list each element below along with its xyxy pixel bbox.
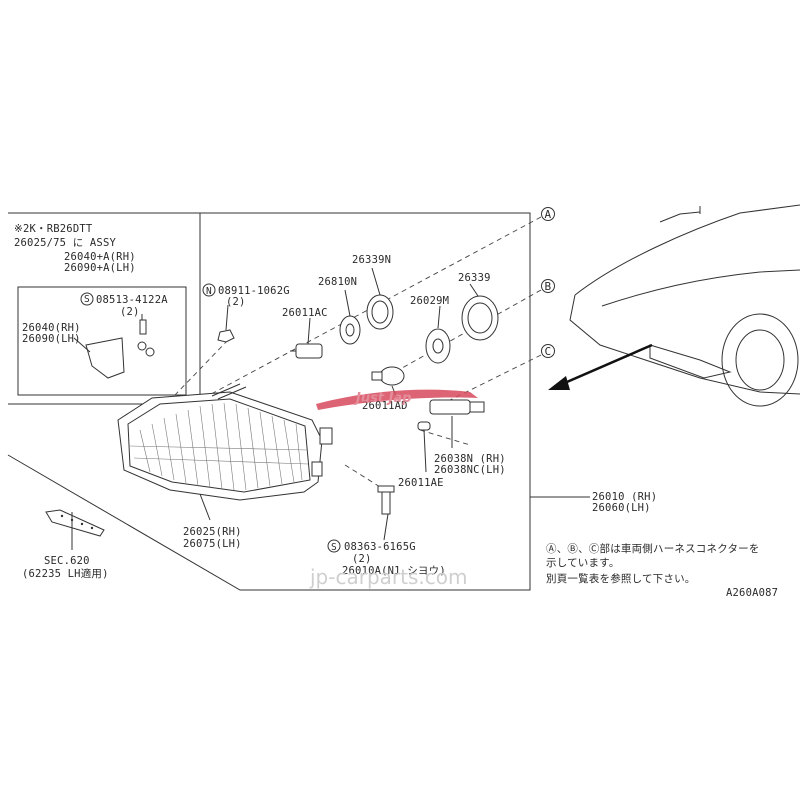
svg-text:S: S <box>84 294 90 305</box>
label-screw2-qty: (2) <box>352 553 372 565</box>
ref-marker-a: A <box>541 207 555 221</box>
svg-text:S: S <box>331 542 337 553</box>
socket-038n-part <box>429 399 485 415</box>
label-socket-038n-rh: 26038N (RH) <box>434 453 506 465</box>
car-outline-illustration <box>569 204 800 407</box>
screw-ref-inset: S <box>80 292 94 306</box>
svg-text:Just Jap: Just Jap <box>353 391 412 406</box>
bulb-ae-part <box>417 421 431 431</box>
inset-bracket-lh: 26090(LH) <box>22 333 81 345</box>
socket-810n-part <box>339 315 361 345</box>
watermark-text: jp-carparts.com <box>309 565 467 589</box>
cap-339n-part <box>366 294 394 330</box>
nut-ref: N <box>202 283 216 297</box>
label-lamp-lh: 26075(LH) <box>183 538 242 550</box>
label-nut-code: 08911-1062G <box>218 285 290 297</box>
label-screw2-code: 08363-6165G <box>344 541 416 553</box>
svg-text:B: B <box>545 280 552 293</box>
ref-marker-b: B <box>541 279 555 293</box>
kit-note-line1: ※2K・RB26DTT <box>14 223 93 235</box>
cap-339-part <box>461 295 499 341</box>
inset-bracket-rh: 26040(RH) <box>22 322 81 334</box>
label-bulb-ac: 26011AC <box>282 307 328 319</box>
screw-part <box>377 485 395 515</box>
kit-note-line2: 26025/75 に ASSY <box>14 237 116 249</box>
label-sec-ref: SEC.620 <box>44 555 90 567</box>
label-assy-lh: 26060(LH) <box>592 502 651 514</box>
label-cap-339n: 26339N <box>352 254 391 266</box>
brand-logo-watermark: Just Jap <box>316 389 478 410</box>
kit-note-line4: 26090+A(LH) <box>64 262 136 274</box>
label-harness-pn: 26010A(N1 シヨウ) <box>342 565 446 577</box>
inset-screw-qty: (2) <box>120 306 140 318</box>
label-socket-810n: 26810N <box>318 276 357 288</box>
bulb-ac-part <box>290 343 323 359</box>
svg-text:N: N <box>206 286 212 297</box>
kit-note-line3: 26040+A(RH) <box>64 251 136 263</box>
inset-bracket-part <box>85 319 155 379</box>
bulb-ad-part <box>371 366 405 386</box>
inset-screw-code: 08513-4122A <box>96 294 168 306</box>
diagram-frame <box>7 212 531 591</box>
label-sec-sub: (62235 LH適用) <box>22 567 109 580</box>
ref-marker-c: C <box>541 344 555 358</box>
socket-029m-part <box>425 328 451 364</box>
note-line1: Ⓐ、Ⓑ、Ⓒ部は車両側ハーネスコネクターを <box>546 542 760 555</box>
svg-text:C: C <box>545 345 552 358</box>
sec620-part <box>45 509 105 537</box>
note-line3: 別頁一覧表を参照して下さい。 <box>546 572 695 585</box>
label-leaders <box>71 267 590 550</box>
label-lamp-rh: 26025(RH) <box>183 526 242 538</box>
label-assy-rh: 26010 (RH) <box>592 491 657 503</box>
screw2-ref: S <box>327 539 341 553</box>
note-line2: 示しています。 <box>546 557 620 569</box>
label-socket-029m: 26029M <box>410 295 449 307</box>
label-bulb-ae: 26011AE <box>398 477 444 489</box>
headlamp-illustration <box>117 383 333 501</box>
nut-part <box>217 329 235 343</box>
label-socket-038nc-lh: 26038NC(LH) <box>434 464 506 476</box>
label-bulb-ad: 26011AD <box>362 400 408 412</box>
location-arrow <box>548 343 653 390</box>
label-cap-339: 26339 <box>458 272 491 284</box>
diagram-code: A260A087 <box>726 587 778 599</box>
label-nut-qty: (2) <box>226 296 246 308</box>
svg-text:A: A <box>545 208 552 221</box>
